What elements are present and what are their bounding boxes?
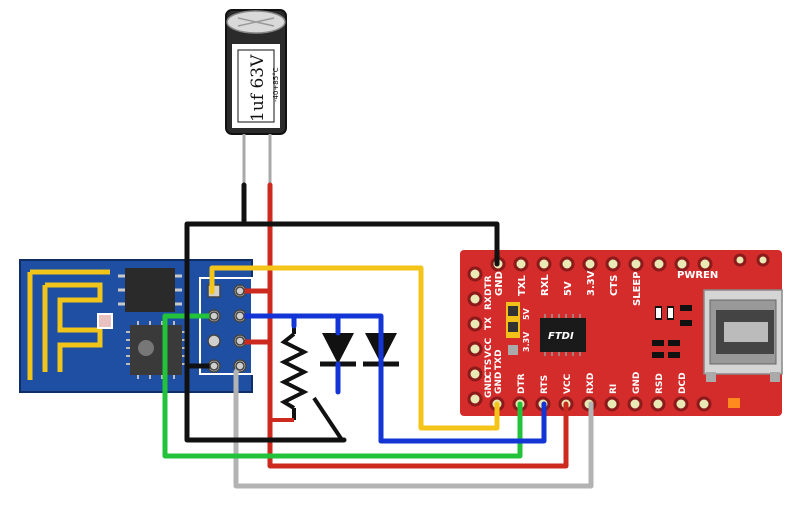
ftdi-left-pin-holes [467,266,483,407]
ftdi-pin-label-dtr-bottom: DTR [517,373,527,394]
wire-yellow [209,265,500,431]
esp-led [97,313,113,329]
ftdi-left-labels: DTR RX TX VCC CTS GND [484,275,494,398]
mini-usb-connector [703,289,783,382]
ftdi-pin-label-sleep: SLEEP [632,271,643,306]
diode-1 [320,333,356,367]
wire-gray [233,363,594,489]
ftdi-top-pin-holes [490,253,770,272]
ftdi-pin-label-3v3: 3.3V [586,270,597,296]
ftdi-pin-label-rts: RTS [540,375,550,394]
ftdi-pin-label-pwren: PWREN [677,270,718,281]
ftdi-top-labels: GND TXL RXL 5V 3.3V CTS SLEEP PWREN [494,270,718,306]
esp-header-outline [199,277,253,375]
ftdi-power-led [728,398,740,408]
ftdi-pin-label-rxd: RXD [586,373,596,394]
ftdi-bottom-labels: GND TXD DTR RTS VCC RXD RI GND RSD DCD [494,349,688,394]
ftdi-pin-label-5v: 5V [563,281,574,296]
capacitor-temp-label: -40+85°C [272,67,280,102]
esp-flash-chip [125,268,175,312]
esp8266-module [19,259,253,393]
esp-pin-heads [209,286,245,371]
ftdi-pin-label-txd: TXD [494,349,504,370]
ftdi-pin-label-ri: RI [609,384,619,394]
ftdi-pin-label-gnd-bottom-2: GND [632,372,642,394]
capacitor-value-label: 1uf 63V [248,54,268,122]
ftdi-board: GND TXL RXL 5V 3.3V CTS SLEEP PWREN DTR … [460,250,783,416]
capacitor: 1uf 63V -40+85°C [225,9,287,185]
wires [162,182,594,489]
ftdi-pin-label-vcc-bottom: VCC [563,373,573,394]
ftdi-pin-label-rx-left: RX [484,296,494,310]
ftdi-pin-label-tx-left: TX [484,317,494,330]
ftdi-jumper-label-5v: 5V [522,307,531,320]
ftdi-pin-label-cts-top: CTS [609,275,620,296]
resistor [272,326,344,442]
ftdi-pcb [460,250,782,416]
wire-black-gnd [241,221,500,267]
ftdi-chip: FTDI [540,314,586,356]
esp-main-chip [130,325,182,375]
ftdi-pin-label-txl: TXL [517,274,528,296]
esp-antenna-trace [27,269,110,380]
wire-red-down [267,339,569,469]
ftdi-pin-label-gnd-left: GND [484,376,494,398]
ftdi-pin-label-dcd: DCD [678,372,688,394]
ftdi-pin-label-vcc-left: VCC [484,337,494,358]
ftdi-pin-label-rxl: RXL [540,274,551,296]
ftdi-chip-label: FTDI [548,331,574,342]
ftdi-pin-label-gnd-bottom: GND [494,372,504,394]
ftdi-voltage-jumper: 5V 3.3V [506,302,531,355]
ftdi-pin-label-dtr-left: DTR [484,275,494,296]
wire-black [184,182,347,443]
ftdi-pin-label-cts-left: CTS [484,359,494,378]
ftdi-pin-label-rsd: RSD [655,373,665,394]
ftdi-pin-label-gnd-top: GND [494,271,505,296]
ftdi-jumper-label-3v3: 3.3V [522,331,531,352]
